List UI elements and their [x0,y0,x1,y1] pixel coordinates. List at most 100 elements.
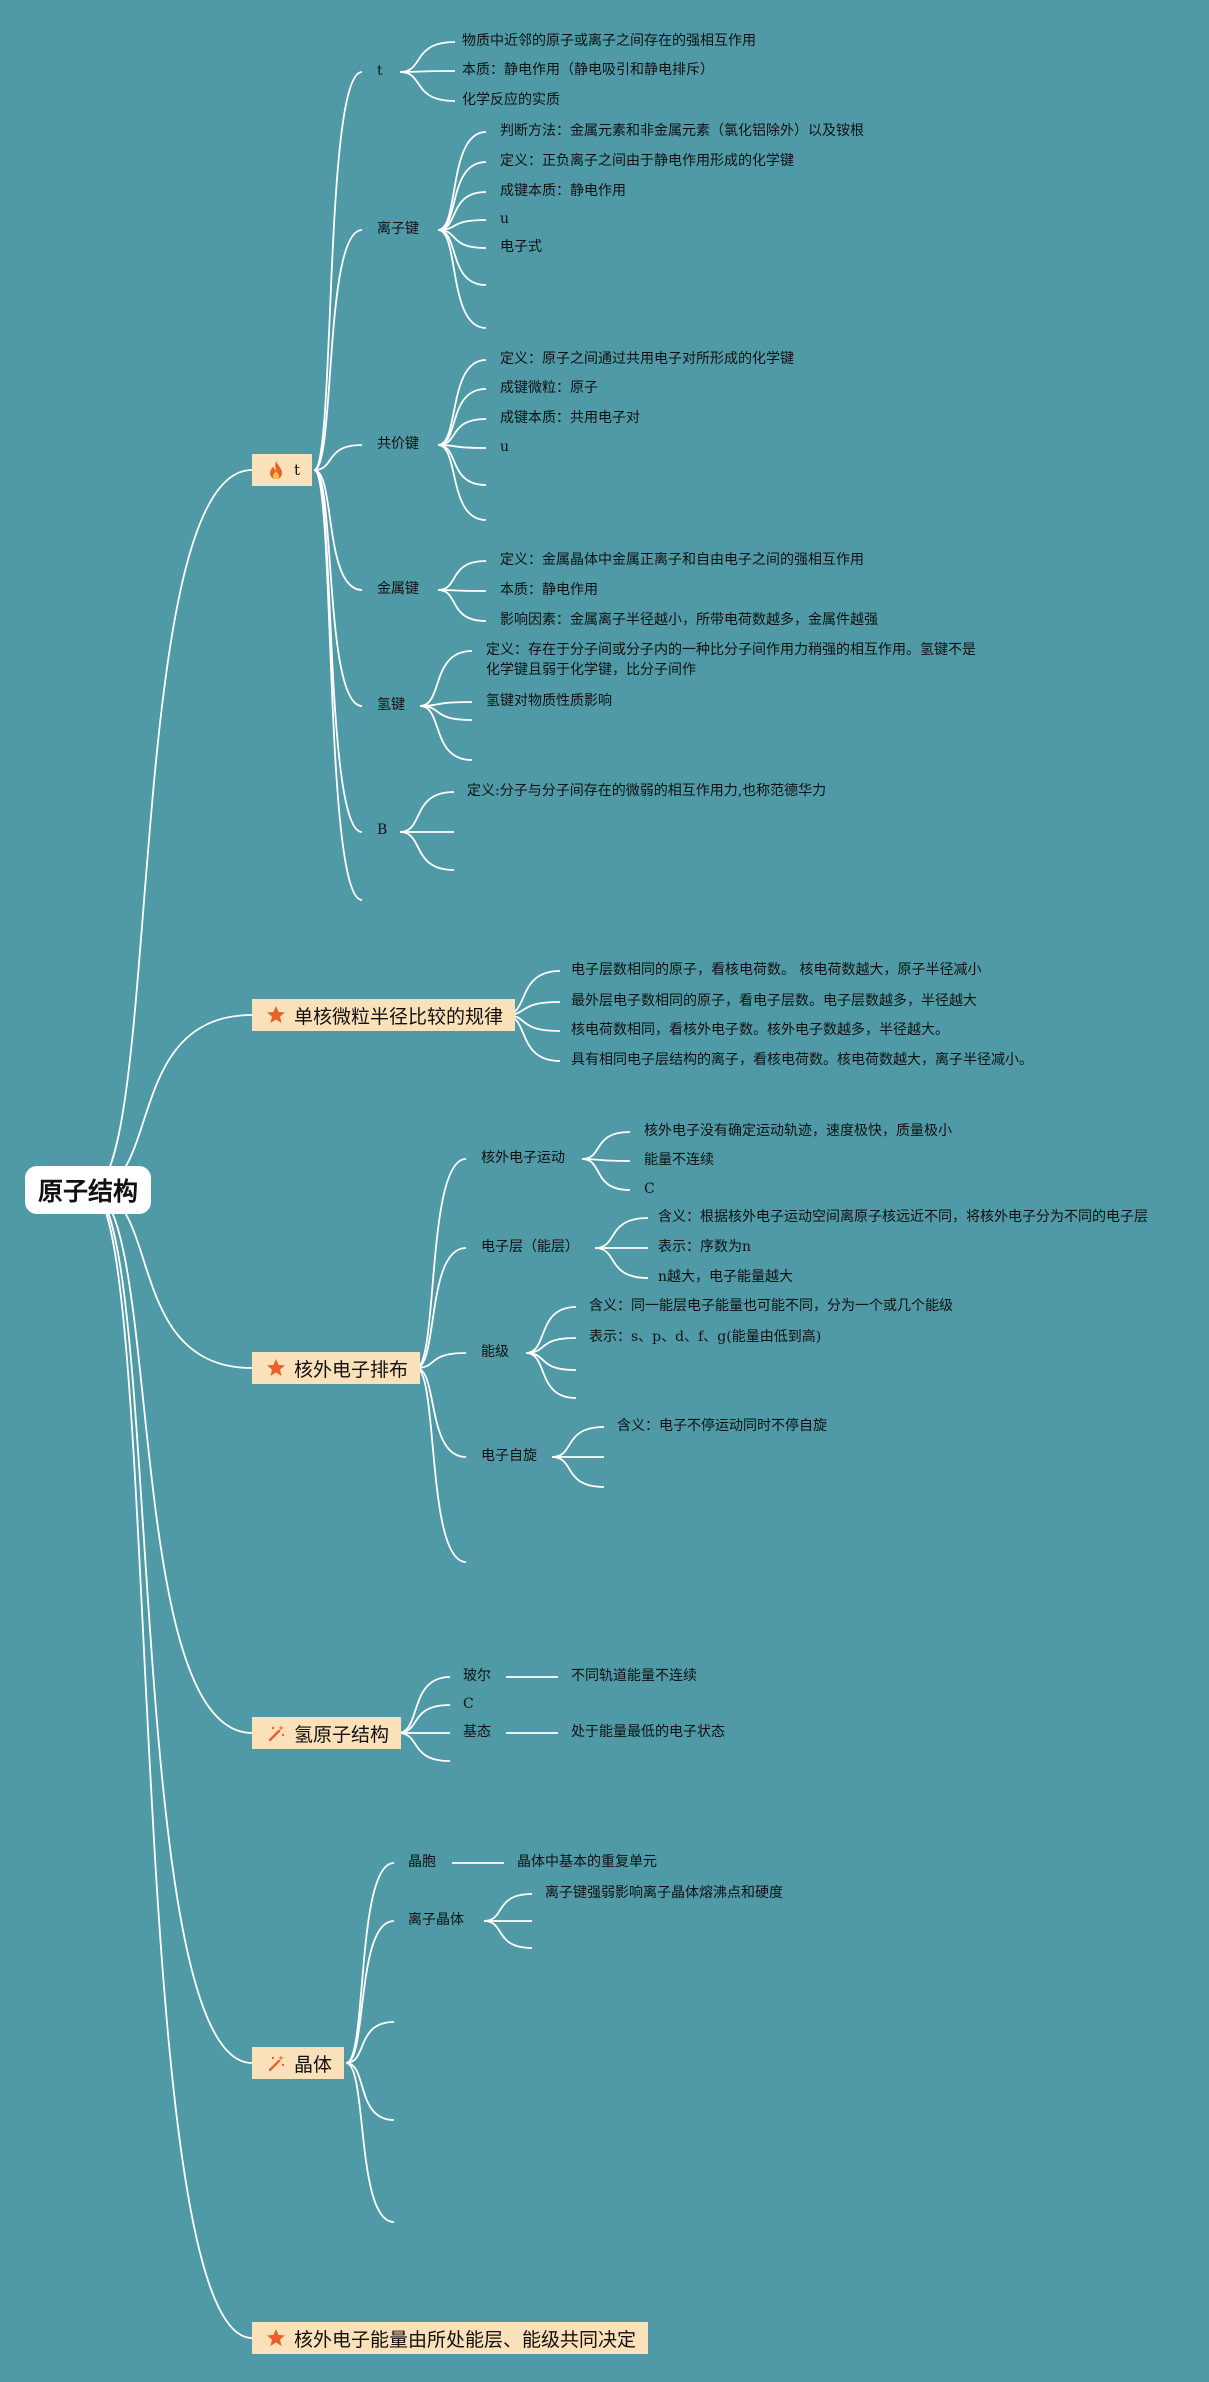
leaf-item[interactable]: 定义：正负离子之间由于静电作用形成的化学键 [500,153,794,169]
root-connector [89,1189,253,1734]
leaf-connector [594,1217,649,1249]
branch-connector [415,1247,467,1369]
leaf-connector [437,229,487,286]
leaf-item[interactable]: 能量不连续 [644,1152,714,1168]
leaf-item[interactable]: u [500,211,510,227]
leaf-item[interactable]: 本质：静电作用 [500,582,598,598]
leaf-item[interactable]: 成键本质：静电作用 [500,183,626,199]
magic-wand-icon [266,2053,286,2073]
topic-label: 核外电子排布 [294,1358,409,1381]
leaf-item[interactable]: 表示：s、p、d、f、g(能量由低到高) [589,1329,822,1345]
branch-connector [313,469,363,901]
leaf-item[interactable]: 含义：电子不停运动同时不停自旋 [617,1418,827,1434]
subtopic-electron-motion[interactable]: 核外电子运动 [481,1150,565,1166]
leaf-connector [437,359,487,446]
leaf-connector [437,161,487,231]
subtopic-t[interactable]: t [377,63,383,79]
leaf-connector [419,650,473,707]
leaf-connector [437,444,487,521]
subtopic-b[interactable]: B [377,822,388,838]
subtopic-bohr[interactable]: 玻尔 [463,1668,491,1684]
branch-connector [345,2062,395,2223]
star-icon [266,2328,286,2348]
leaf-item[interactable]: 定义：存在于分子间或分子内的一种比分子间作用力稍强的相互作用。氢键不是化学键且弱… [486,642,976,678]
leaf-item[interactable]: 表示：序数为n [658,1239,752,1255]
leaf-item[interactable]: 定义：金属晶体中金属正离子和自由电子之间的强相互作用 [500,552,864,568]
branch-connector [313,469,363,707]
topic-hydrogen-atom[interactable]: 氢原子结构 [252,1717,402,1749]
leaf-item[interactable]: 本质：静电作用（静电吸引和静电排斥） [462,62,714,78]
leaf-item[interactable]: 不同轨道能量不连续 [571,1668,697,1684]
leaf-item[interactable]: 离子键强弱影响离子晶体熔沸点和硬度 [545,1885,783,1901]
leaf-item[interactable]: 具有相同电子层结构的离子，看核电荷数。核电荷数越大，离子半径减小。 [571,1052,1033,1068]
leaf-item[interactable]: 物质中近邻的原子或离子之间存在的强相互作用 [462,33,756,49]
subtopic-metallic-bond[interactable]: 金属键 [377,581,419,597]
leaf-item[interactable]: n越大，电子能量越大 [658,1269,794,1285]
branch-connector [313,469,363,591]
root-connector [89,469,253,1191]
root-connector [89,1189,253,2064]
leaf-item[interactable]: C [644,1181,655,1197]
leaf-item[interactable]: 影响因素：金属离子半径越小，所带电荷数越多，金属件越强 [500,612,878,628]
star-icon [266,1005,286,1025]
leaf-item[interactable]: 最外层电子数相同的原子，看电子层数。电子层数越多，半径越大 [571,993,977,1009]
branch-connector [397,1676,451,1734]
root-connector [89,1014,253,1191]
subtopic-ground-state[interactable]: 基态 [463,1724,491,1740]
branch-connector [313,444,363,471]
leaf-connector [594,1247,649,1279]
fire-icon [266,460,286,480]
leaf-item[interactable]: 成键微粒：原子 [500,380,598,396]
root-topic[interactable]: 原子结构 [25,1166,151,1214]
leaf-connector [437,444,487,486]
branch-connector [415,1158,467,1369]
topic-crystal[interactable]: 晶体 [252,2047,345,2079]
leaf-item[interactable]: 含义：同一能层电子能量也可能不同，分为一个或几个能级 [589,1298,953,1314]
leaf-item[interactable]: 化学反应的实质 [462,92,560,108]
leaf-connector [419,705,473,721]
branch-connector [345,2062,395,2121]
subtopic-covalent-bond[interactable]: 共价键 [377,436,419,452]
subtopic-ionic-crystal[interactable]: 离子晶体 [408,1912,464,1928]
topic-label: 单核微粒半径比较的规律 [294,1005,504,1028]
branch-connector [345,1920,395,2064]
leaf-connector [581,1158,631,1191]
topic-electron-energy[interactable]: 核外电子能量由所处能层、能级共同决定 [252,2322,649,2354]
topic-label: t [294,461,301,479]
leaf-connector [483,1893,533,1922]
leaf-connector [399,41,456,73]
leaf-connector [399,791,455,833]
leaf-item[interactable]: u [500,439,510,455]
branch-connector [345,1862,395,2064]
subtopic-hydrogen-bond[interactable]: 氢键 [377,697,405,713]
leaf-connector [399,71,456,102]
leaf-connector [525,1306,577,1354]
leaf-item[interactable]: 含义：根据核外电子运动空间离原子核远近不同，将核外电子分为不同的电子层 [658,1209,1148,1225]
leaf-connector [399,70,456,73]
subtopic-c[interactable]: C [463,1696,474,1712]
leaf-item[interactable]: 核电荷数相同，看核外电子数。核外电子数越多，半径越大。 [571,1022,949,1038]
subtopic-electron-spin[interactable]: 电子自旋 [481,1448,537,1464]
leaf-item[interactable]: 氢键对物质性质影响 [486,693,612,709]
topic-electron-configuration[interactable]: 核外电子排布 [252,1352,421,1384]
subtopic-ionic-bond[interactable]: 离子键 [377,221,419,237]
branch-connector [313,71,363,471]
subtopic-unit-cell[interactable]: 晶胞 [408,1854,436,1870]
branch-connector [415,1352,467,1369]
root-connector [89,1189,253,2339]
leaf-item[interactable]: 核外电子没有确定运动轨迹，速度极快，质量极小 [644,1123,952,1139]
leaf-item[interactable]: 定义：原子之间通过共用电子对所形成的化学键 [500,351,794,367]
leaf-item[interactable]: 电子层数相同的原子，看核电荷数。 核电荷数越大，原子半径减小 [571,962,982,978]
leaf-item[interactable]: 处于能量最低的电子状态 [571,1724,725,1740]
leaf-item[interactable]: 电子式 [500,239,542,255]
topic-radius-rules[interactable]: 单核微粒半径比较的规律 [252,999,516,1031]
topic-chemical-bond[interactable]: t [252,454,313,486]
subtopic-energy-level[interactable]: 能级 [481,1344,509,1360]
subtopic-electron-shell[interactable]: 电子层（能层） [481,1239,579,1255]
leaf-item[interactable]: 定义:分子与分子间存在的微弱的相互作用力,也称范德华力 [467,783,827,799]
leaf-item[interactable]: 成键本质：共用电子对 [500,410,640,426]
leaf-item[interactable]: 晶体中基本的重复单元 [517,1854,657,1870]
leaf-item[interactable]: 判断方法：金属元素和非金属元素（氯化铝除外）以及铵根 [500,123,864,139]
